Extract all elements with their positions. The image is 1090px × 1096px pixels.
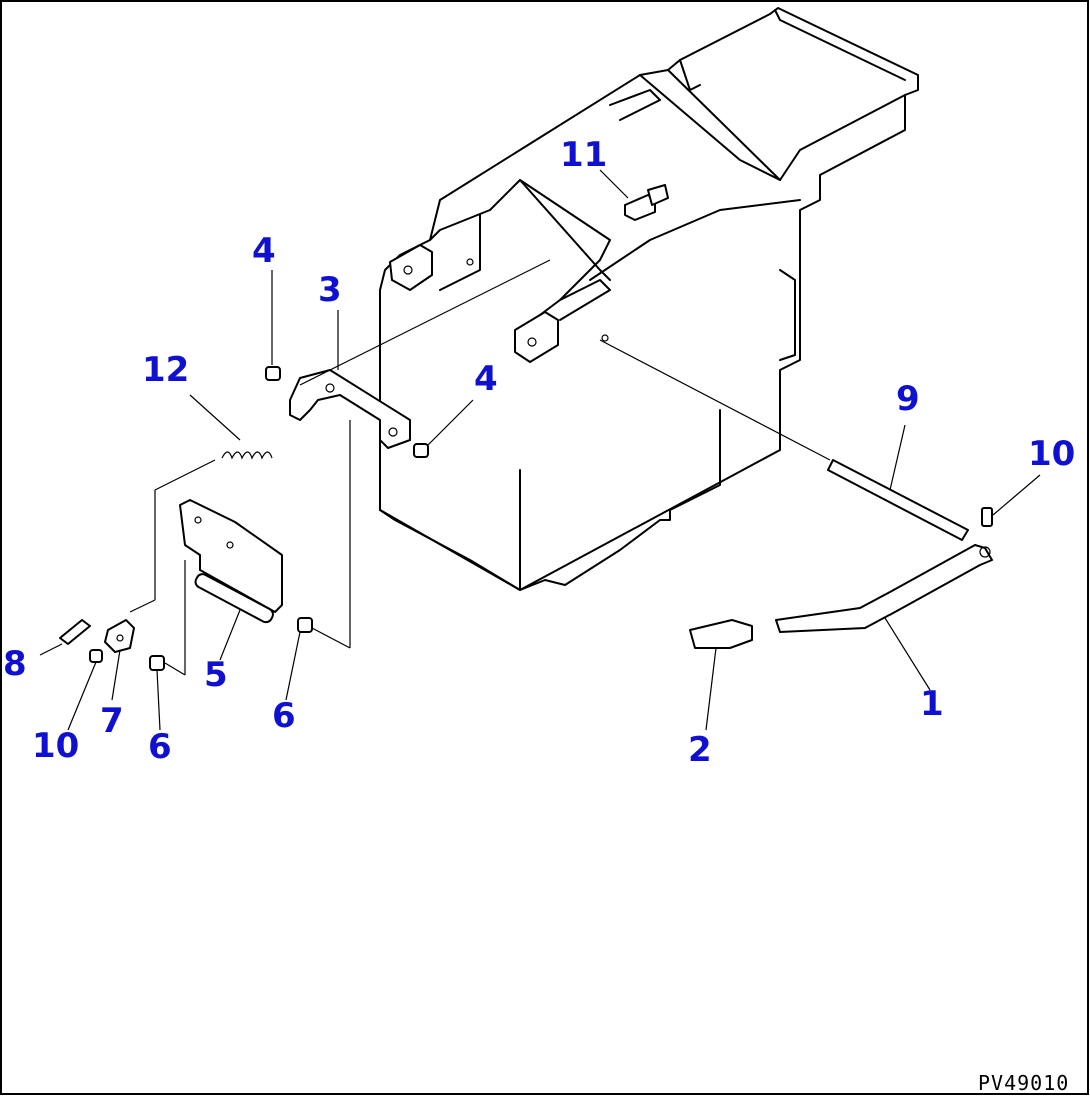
callout-6-right: 6 [272,696,296,736]
callout-12: 12 [142,350,189,390]
callout-1: 1 [920,684,944,724]
bushing-part-6-left [149,655,165,671]
spring-part-12 [221,451,273,460]
callout-6-left: 6 [148,727,172,767]
leader-lines [39,169,1041,731]
link-part-7 [104,619,135,653]
callout-10-right: 10 [1028,434,1075,474]
bracket-part-3 [289,369,411,449]
callout-7: 7 [100,701,124,741]
rod-part-9 [827,459,969,541]
cap-part-4-upper [265,366,281,381]
callout-2: 2 [688,730,712,770]
callout-4-lower: 4 [474,359,498,399]
clip-part-10-right [981,507,993,527]
knob-part-2 [689,619,753,649]
callout-3: 3 [318,270,342,310]
callout-4-upper: 4 [252,231,276,271]
callout-8: 8 [3,644,27,684]
callout-5: 5 [204,655,228,695]
clip-part-10-left [89,649,103,663]
callout-9: 9 [896,379,920,419]
pin-part-8 [59,619,91,645]
plate-part-5 [179,499,283,624]
cap-part-4-lower [413,443,429,458]
callout-10-left: 10 [32,726,79,766]
drawing-code: PV49010 [978,1071,1069,1095]
lever-part-1 [775,544,993,633]
callout-11: 11 [560,135,607,175]
bolt-part-11 [624,184,669,221]
bushing-part-6-right [297,617,313,633]
console-housing [379,7,919,591]
